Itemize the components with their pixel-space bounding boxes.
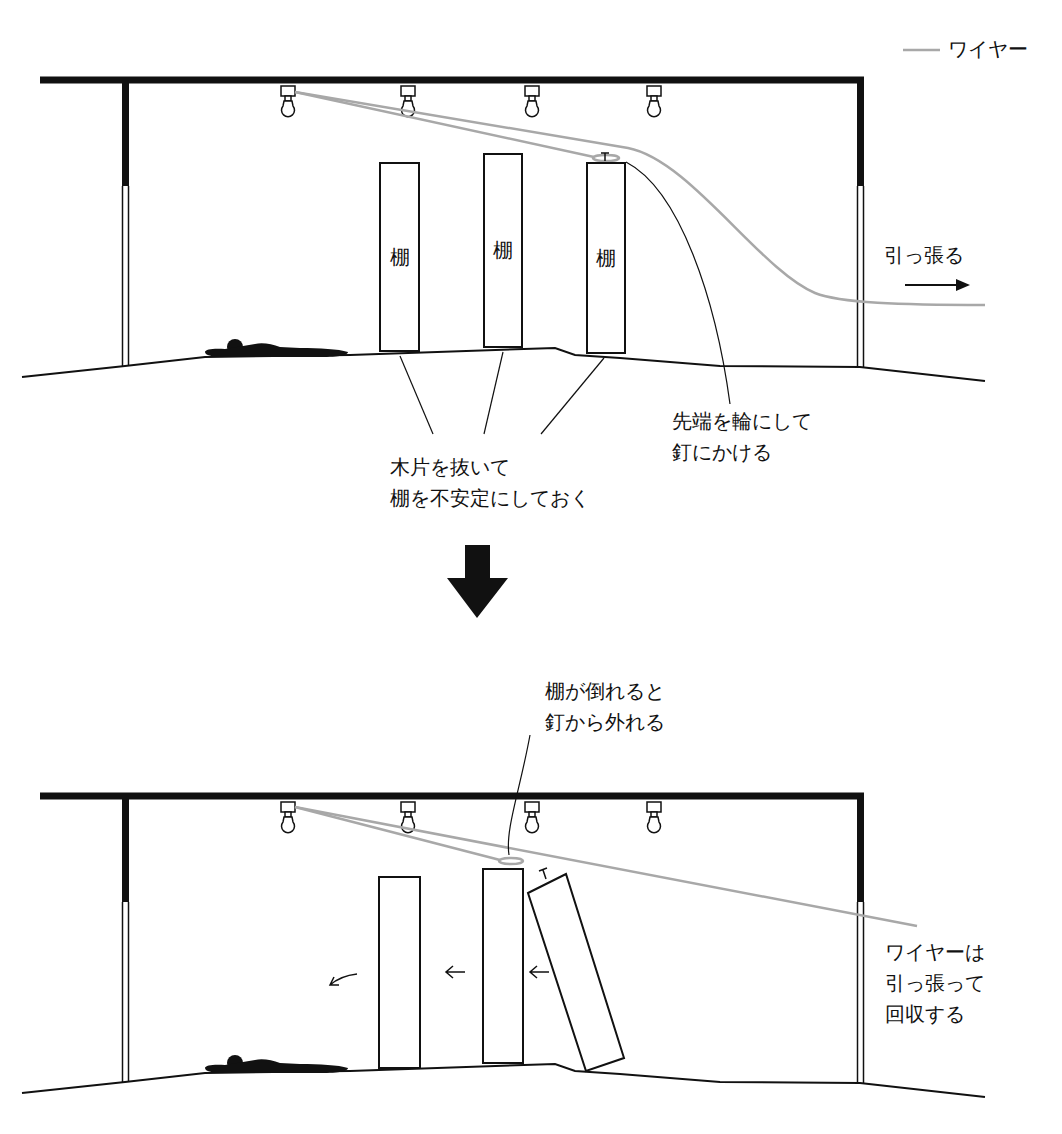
room-bottom	[22, 796, 985, 1097]
wire-loop	[499, 858, 523, 864]
note-label: 木片を抜いて 棚を不安定にしておく	[390, 452, 590, 514]
falling-shelf	[528, 874, 624, 1071]
transition-arrow	[447, 545, 508, 618]
nail	[539, 868, 547, 879]
nail	[601, 153, 609, 161]
note-label: 棚が倒れると 釘から外れる	[545, 676, 665, 738]
leader-line	[508, 735, 530, 855]
wire	[295, 807, 500, 860]
shelf-label: 棚	[390, 242, 410, 273]
wire	[295, 92, 594, 157]
leader-lines	[400, 162, 730, 434]
note-label: ワイヤーは 引っ張って 回収する	[885, 937, 985, 1030]
wire	[295, 807, 917, 926]
pull-arrow-head	[956, 279, 970, 291]
legend-text: ワイヤー	[948, 34, 1028, 65]
note-label: 引っ張る	[884, 240, 964, 271]
shelf-box: 棚	[586, 162, 626, 354]
note-label: 先端を輪にして 釘にかける	[672, 406, 812, 468]
shelf	[379, 877, 420, 1068]
room-top	[22, 80, 985, 381]
motion-arrows	[330, 966, 549, 985]
shelf-label: 棚	[493, 235, 513, 266]
shelf	[483, 869, 523, 1063]
shelf-box: 棚	[483, 153, 523, 348]
shelf-label: 棚	[596, 243, 616, 274]
shelf-box: 棚	[379, 162, 420, 352]
legend-sample	[903, 49, 940, 52]
wire-loop	[593, 155, 619, 161]
